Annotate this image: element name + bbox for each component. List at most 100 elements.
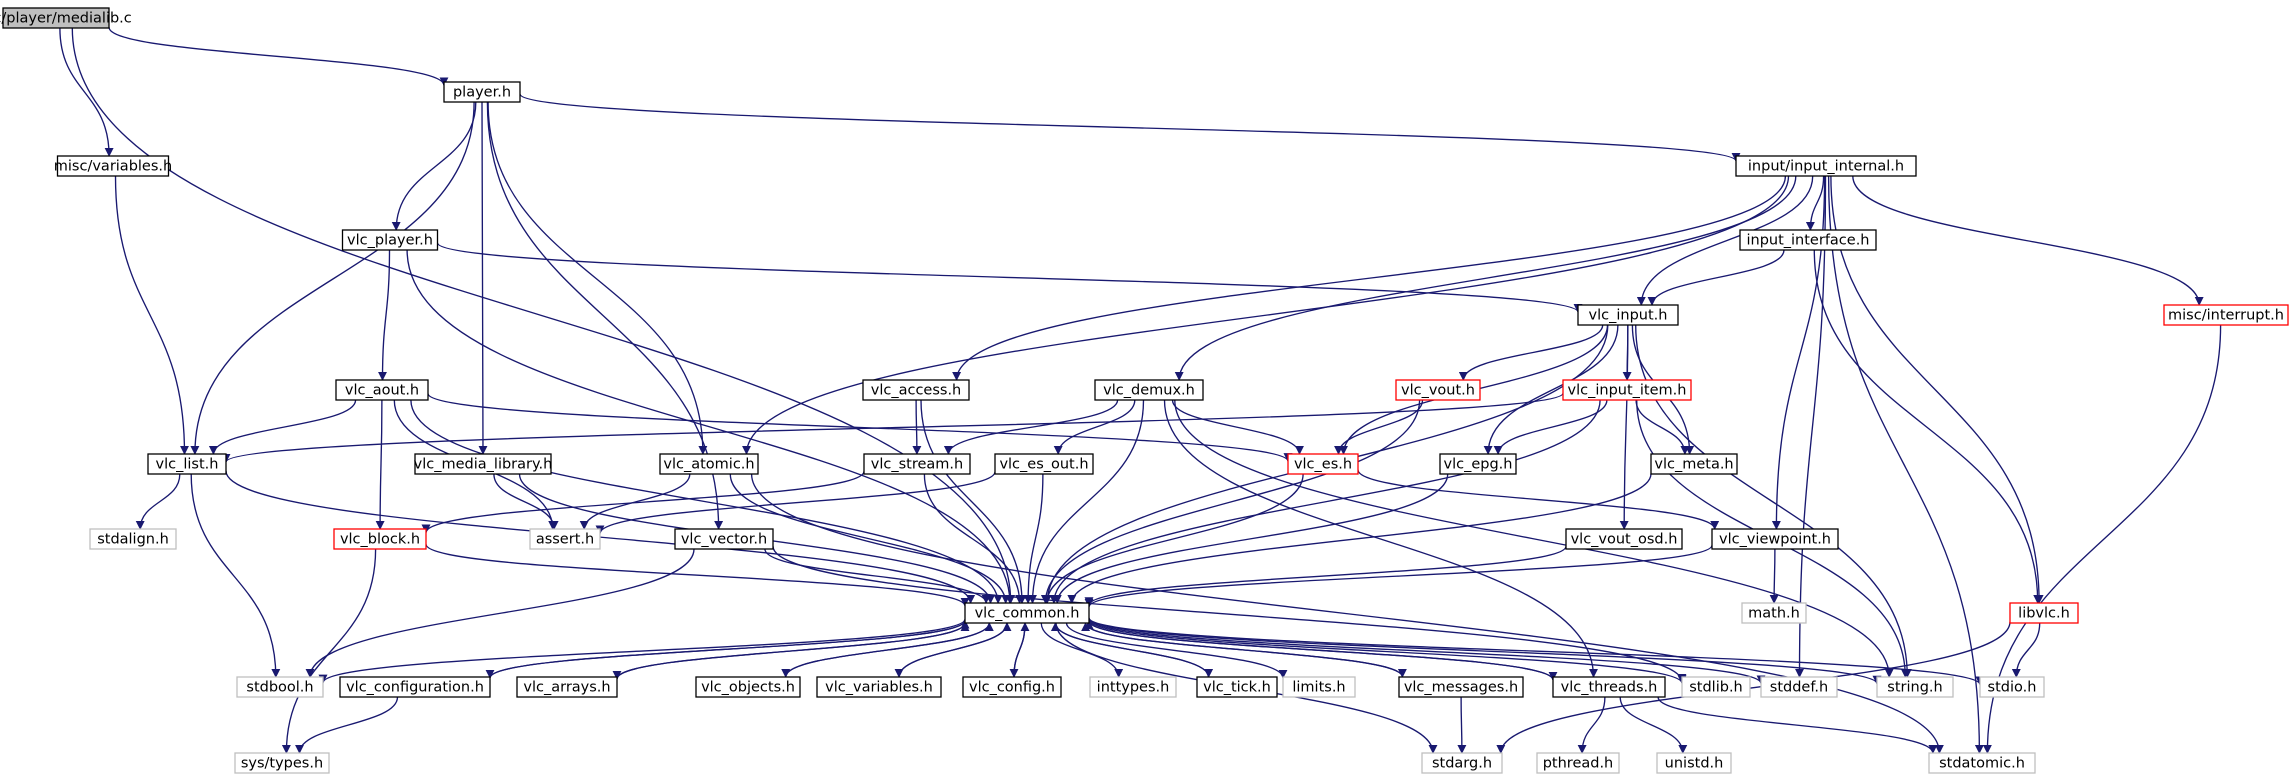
node-box [443,81,521,103]
edge-input_internal-to-interrupt [1852,175,2204,306]
edge-vlc_common-to-stddef [1088,618,1766,685]
edge-variables-to-vlc_list [114,175,189,455]
node-interrupt[interactable]: misc/interrupt.h [2163,304,2289,326]
node-label: stdarg.h [1432,756,1492,772]
node-box [816,676,942,698]
edge-vlc_aout-to-vlc_common [410,399,1003,604]
node-box [1711,528,1839,550]
edge-vlc_viewpoint-to-vlc_common [1084,544,1713,608]
node-stdatomic: stdatomic.h [1928,752,2036,774]
node-vlc-vout-osd[interactable]: vlc_vout_osd.h [1565,528,1683,550]
node-box [89,528,177,550]
edge-medialib-to-vlc_common [71,27,1016,604]
node-string: string.h [1876,676,1954,698]
node-box [1287,453,1359,475]
node-medialib[interactable]: src/player/medialib.c [0,7,132,29]
edge-vlc_atomic-to-assert [579,473,691,530]
edge-vlc_vout_osd-to-vlc_common [1084,545,1567,607]
node-vlc-viewpoint[interactable]: vlc_viewpoint.h [1711,528,1839,550]
node-vlc-meta[interactable]: vlc_meta.h [1650,453,1738,475]
node-label: misc/variables.h [54,159,172,175]
node-label: limits.h [1292,680,1345,696]
node-box [1681,676,1751,698]
node-vlc-block[interactable]: vlc_block.h [333,528,427,550]
edge-medialib-to-variables [59,27,114,157]
edge-vlc_media_library-to-assert [493,473,559,530]
node-box [1094,379,1204,401]
node-stdarg: stdarg.h [1421,752,1503,774]
node-label: src/player/medialib.c [0,11,132,27]
node-libvlc[interactable]: libvlc.h [2009,602,2079,624]
node-label: stdalign.h [97,532,169,548]
node-label: vlc_demux.h [1103,383,1195,399]
node-label: stdlib.h [1689,680,1743,696]
edge-vlc_configuration-to-vlc_common [489,619,970,679]
node-vlc-variables[interactable]: vlc_variables.h [816,676,942,698]
edge-vlc_arrays-to-vlc_common [616,622,970,680]
node-vlc-input-item[interactable]: vlc_input_item.h [1562,379,1692,401]
node-variables[interactable]: misc/variables.h [54,155,172,177]
node-box [2,7,110,29]
node-vlc-config[interactable]: vlc_config.h [962,676,1062,698]
node-vlc-threads[interactable]: vlc_threads.h [1552,676,1666,698]
node-box [1735,155,1917,177]
node-vlc-aout[interactable]: vlc_aout.h [335,379,429,401]
node-vlc-player[interactable]: vlc_player.h [341,229,439,251]
node-box [1979,676,2045,698]
node-label: vlc_meta.h [1654,457,1733,473]
edge-player-to-vlc_player [391,101,477,231]
edge-vlc_vector-to-stdlib [772,546,1687,683]
node-label: vlc_stream.h [871,457,963,473]
node-input-internal[interactable]: input/input_internal.h [1735,155,1917,177]
node-box [1928,752,2036,774]
edge-vlc_demux-to-vlc_es_out [1053,399,1136,455]
edge-vlc_threads-to-vlc_common [1084,620,1554,681]
node-vlc-media-library[interactable]: vlc_media_library.h [414,453,553,475]
node-input-interface[interactable]: input_interface.h [1739,229,1877,251]
edge-libvlc-to-stdio [2011,622,2041,678]
edge-input_internal-to-vlc_input [1636,175,1814,306]
node-vlc-vector[interactable]: vlc_vector.h [674,528,774,550]
node-vlc-messages[interactable]: vlc_messages.h [1398,676,1524,698]
node-label: vlc_arrays.h [523,680,610,696]
node-vlc-tick[interactable]: vlc_tick.h [1196,676,1278,698]
node-stdlib: stdlib.h [1681,676,1751,698]
edge-vlc_stream-to-vlc_common [923,473,1025,604]
edge-vlc_threads-to-stdatomic [1657,696,1938,754]
edge-input_interface-to-libvlc [1813,249,2043,604]
edge-vlc_es_out-to-assert [595,471,996,535]
edge-vlc_block-to-vlc_common [425,543,970,607]
node-vlc-common[interactable]: vlc_common.h [964,602,1090,624]
node-assert: assert.h [529,528,601,550]
node-vlc-demux[interactable]: vlc_demux.h [1094,379,1204,401]
edge-libvlc-to-stdarg [1496,621,2011,754]
node-vlc-atomic[interactable]: vlc_atomic.h [659,453,759,475]
node-box [56,155,170,177]
edge-vlc_access-to-vlc_common [920,399,1027,604]
node-vlc-arrays[interactable]: vlc_arrays.h [516,676,618,698]
node-label: vlc_vector.h [681,532,767,548]
node-label: vlc_threads.h [1561,680,1658,696]
node-label: unistd.h [1665,756,1724,772]
node-vlc-vout[interactable]: vlc_vout.h [1395,379,1481,401]
node-vlc-access[interactable]: vlc_access.h [862,379,970,401]
node-vlc-configuration[interactable]: vlc_configuration.h [339,676,491,698]
node-vlc-list[interactable]: vlc_list.h [147,453,227,475]
node-label: vlc_es.h [1294,457,1352,473]
node-vlc-input[interactable]: vlc_input.h [1577,304,1679,326]
node-label: vlc_access.h [871,383,962,399]
node-label: vlc_epg.h [1444,457,1513,473]
node-box [1421,752,1503,774]
node-vlc-stream[interactable]: vlc_stream.h [863,453,971,475]
edge-vlc_input_item-to-vlc_common [1049,399,1601,604]
node-player[interactable]: player.h [443,81,521,103]
edge-vlc_input_item-to-vlc_list [221,392,1564,463]
node-vlc-es[interactable]: vlc_es.h [1287,453,1359,475]
edge-vlc_player-to-vlc_common [406,249,1015,604]
node-unistd: unistd.h [1656,752,1732,774]
node-label: stddef.h [1770,680,1828,696]
node-vlc-objects[interactable]: vlc_objects.h [695,676,801,698]
node-label: vlc_vout_osd.h [1571,532,1678,548]
node-vlc-es-out[interactable]: vlc_es_out.h [994,453,1094,475]
node-vlc-epg[interactable]: vlc_epg.h [1439,453,1517,475]
